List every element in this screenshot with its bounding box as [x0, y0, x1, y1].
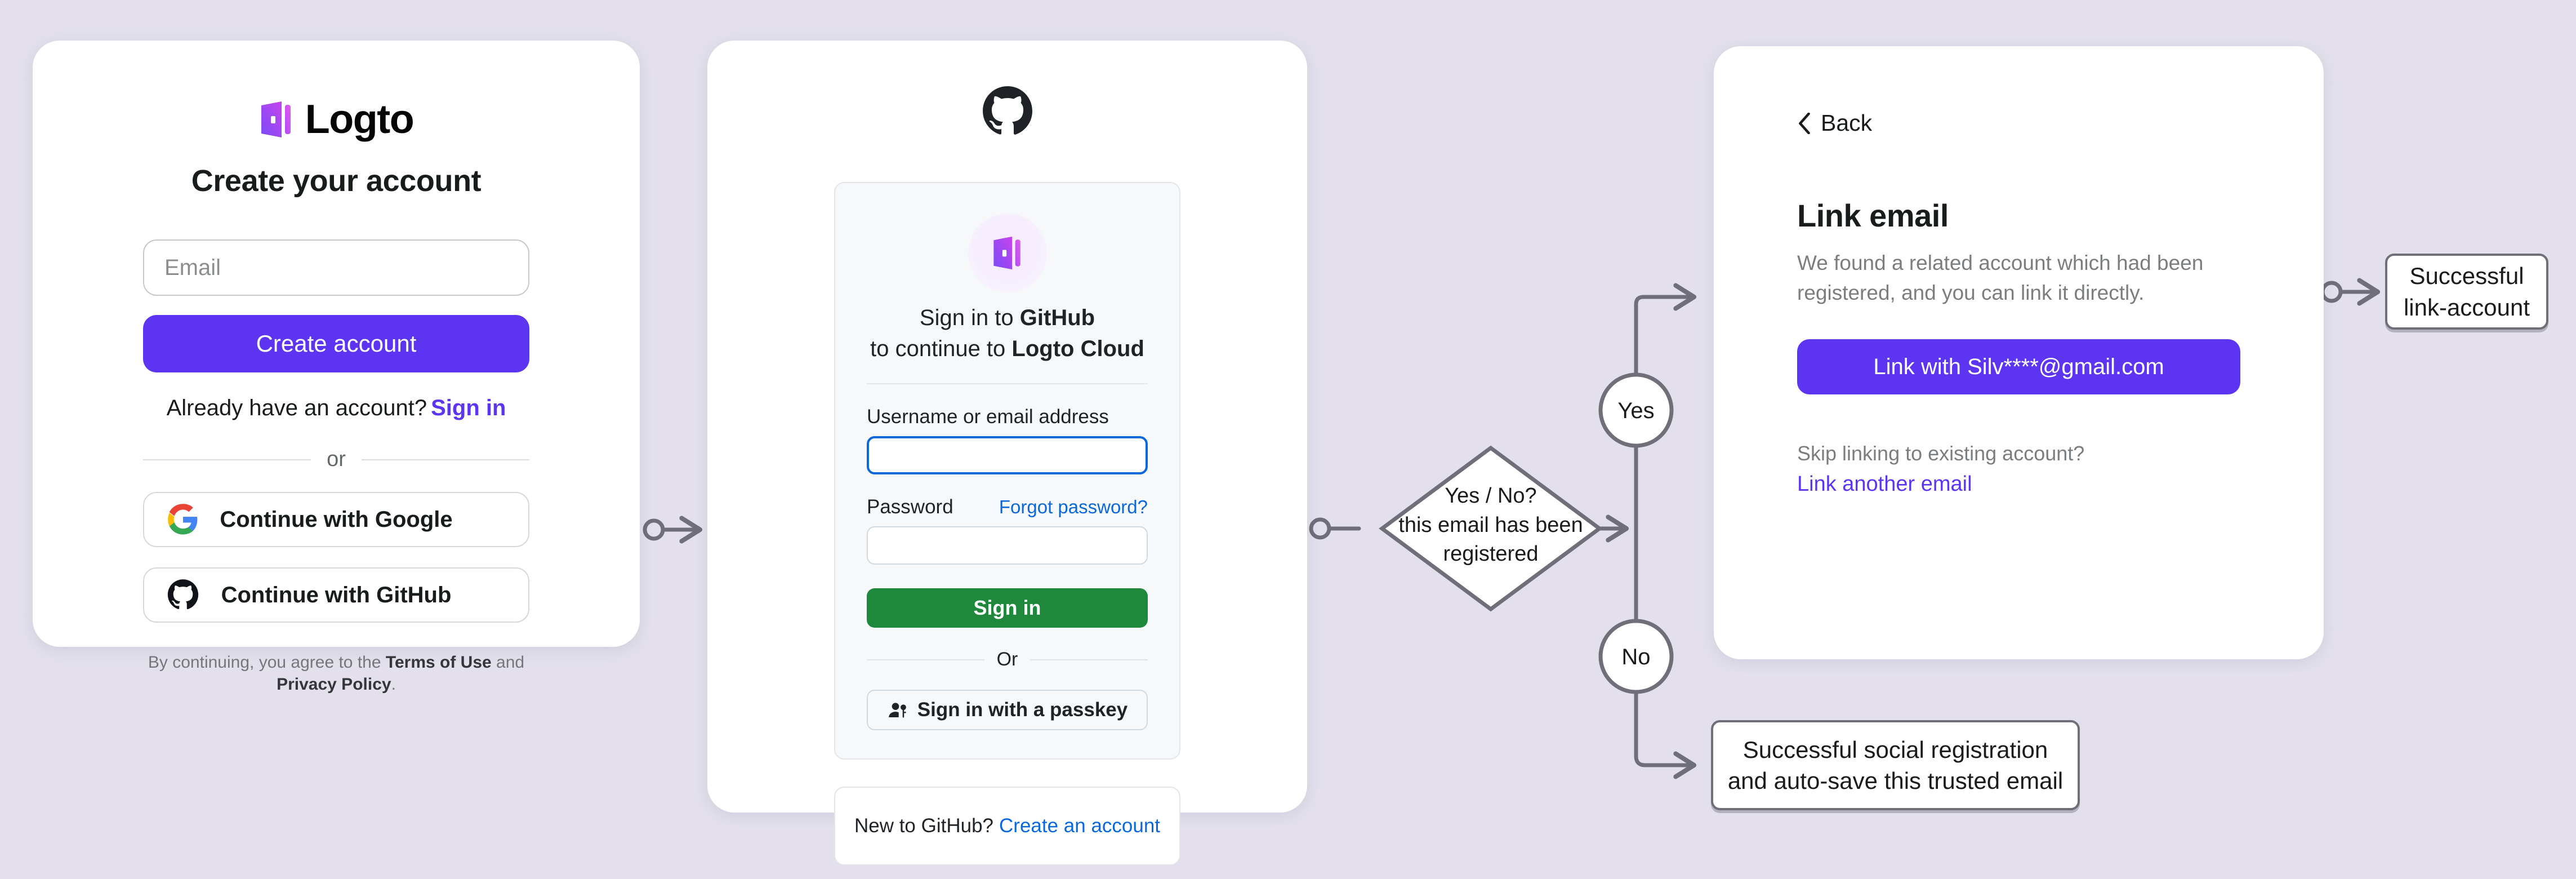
forgot-password-link[interactable]: Forgot password? — [999, 496, 1148, 518]
new-to-github-text: New to GitHub? — [854, 815, 994, 837]
continue-with-github-button[interactable]: Continue with GitHub — [143, 567, 529, 623]
github-signin-panel: Sign in to GitHub to continue to Logto C… — [834, 182, 1180, 760]
password-label: Password — [867, 496, 953, 518]
link-with-email-button[interactable]: Link with Silv****@gmail.com — [1797, 339, 2240, 395]
github-signin-card: Sign in to GitHub to continue to Logto C… — [707, 41, 1307, 866]
terminal-successful-social-registration: Successful social registration and auto-… — [1711, 720, 2080, 810]
decision-node-label: Yes / No? this email has been registered — [1398, 484, 1583, 566]
skip-linking-text: Skip linking to existing account? — [1797, 442, 2085, 465]
link-email-card: Back Link email We found a related accou… — [1714, 46, 2324, 659]
legal-text: By continuing, you agree to the Terms of… — [143, 651, 529, 695]
legal-suffix: . — [391, 675, 396, 694]
legal-prefix: By continuing, you agree to the — [148, 653, 386, 672]
sign-in-with-passkey-button[interactable]: Sign in with a passkey — [867, 690, 1148, 731]
github-sign-in-button[interactable]: Sign in — [867, 588, 1148, 628]
logto-logo: Logto — [143, 99, 529, 140]
divider-rule-right — [361, 459, 530, 460]
new-to-github-box: New to GitHub?Create an account — [834, 787, 1180, 866]
sign-in-link[interactable]: Sign in — [431, 396, 506, 420]
logto-app-avatar — [968, 214, 1047, 292]
github-icon — [167, 579, 199, 610]
logto-door-icon — [993, 236, 1020, 270]
email-input[interactable] — [143, 239, 529, 296]
signup-card: Logto Create your account Create account… — [33, 41, 640, 694]
username-input[interactable] — [867, 436, 1148, 475]
logto-door-icon — [261, 101, 291, 137]
or-label: Or — [996, 649, 1018, 671]
github-signin-heading: Sign in to GitHub to continue to Logto C… — [867, 303, 1148, 365]
signin-provider-name: GitHub — [1019, 305, 1095, 330]
link-email-description: We found a related account which had bee… — [1797, 251, 2204, 304]
no-branch-label: No — [1621, 645, 1651, 669]
github-or-divider: Or — [867, 649, 1148, 671]
google-button-label: Continue with Google — [220, 507, 453, 532]
signin-app-name: Logto Cloud — [1011, 336, 1144, 362]
page-title: Create your account — [191, 164, 482, 198]
google-icon — [168, 504, 198, 535]
logto-wordmark: Logto — [305, 97, 415, 142]
passkey-icon — [888, 703, 906, 718]
terms-of-use-link[interactable]: Terms of Use — [385, 653, 492, 672]
back-button[interactable]: Back — [1797, 110, 2240, 136]
link-another-email-link[interactable]: Link another email — [1797, 472, 1972, 496]
divider-rule-left — [143, 459, 311, 460]
divider-rule-left — [867, 659, 984, 660]
create-account-button[interactable]: Create account — [143, 315, 529, 372]
create-an-account-link[interactable]: Create an account — [999, 815, 1161, 837]
or-label: or — [327, 447, 346, 471]
link-email-title: Link email — [1797, 198, 1949, 233]
chevron-left-icon — [1799, 112, 1810, 134]
terminal-successful-link-account: Successful link-account — [2385, 254, 2548, 330]
back-button-label: Back — [1821, 110, 1873, 136]
legal-middle: and — [491, 653, 525, 672]
have-account-row: Already have an account?Sign in — [143, 396, 529, 421]
yes-branch-label: Yes — [1617, 398, 1655, 423]
username-label: Username or email address — [867, 406, 1109, 428]
privacy-policy-link[interactable]: Privacy Policy — [277, 675, 391, 694]
signin-line1-prefix: Sign in to — [919, 305, 1020, 330]
or-divider: or — [143, 447, 530, 472]
panel-divider — [867, 383, 1148, 385]
signin-line2-prefix: to continue to — [870, 336, 1012, 362]
username-label-row: Username or email address — [867, 406, 1148, 428]
divider-rule-right — [1030, 659, 1148, 660]
password-label-row: Password Forgot password? — [867, 496, 1148, 518]
github-button-label: Continue with GitHub — [221, 582, 452, 607]
github-mark-icon — [982, 86, 1032, 135]
continue-with-google-button[interactable]: Continue with Google — [143, 492, 529, 547]
have-account-text: Already have an account? — [166, 396, 427, 420]
password-input[interactable] — [867, 526, 1148, 565]
passkey-button-label: Sign in with a passkey — [917, 699, 1128, 721]
